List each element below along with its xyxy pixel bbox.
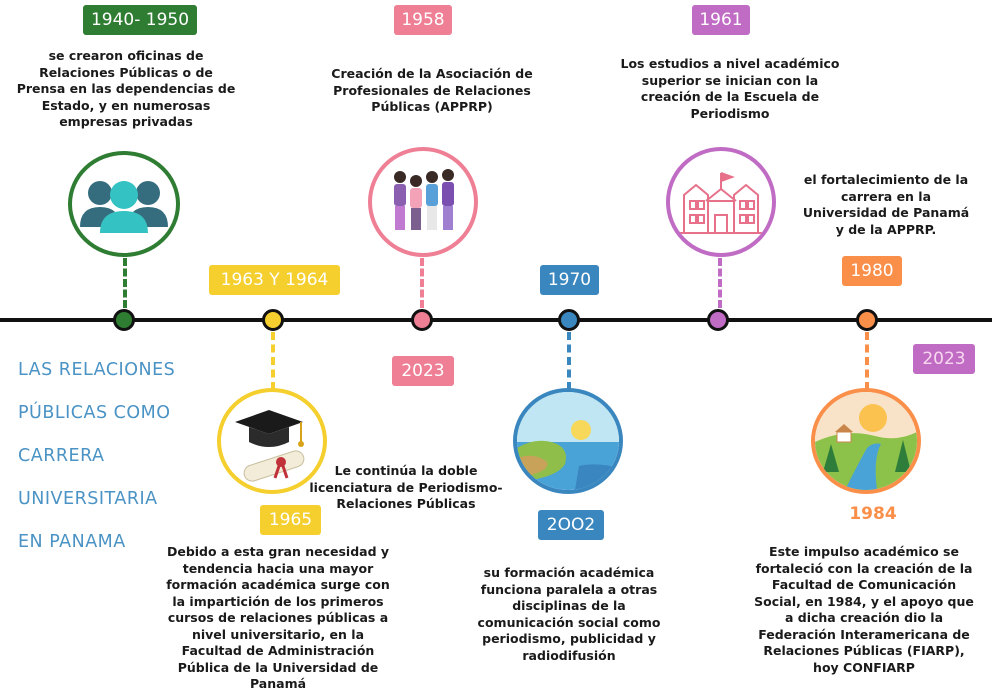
timeline-dot-blue [558, 309, 580, 331]
connector-yellow [271, 332, 275, 390]
timeline-dot-pink [411, 309, 433, 331]
icon-circle-purple [666, 147, 776, 257]
year-badge-1961: 1961 [692, 5, 750, 35]
icon-circle-pink [368, 147, 478, 257]
landscape-icon [517, 392, 619, 490]
year-badge-1958: 1958 [394, 5, 452, 35]
group-people-icon [394, 169, 454, 230]
title-line-1: LAS RELACIONES [18, 360, 176, 380]
timeline-dot-orange [856, 309, 878, 331]
title-line-3: CARRERA [18, 446, 105, 466]
year-badge-1940-1950: 1940- 1950 [83, 5, 197, 35]
event-text-1984: Este impulso académico se fortaleció con… [754, 544, 974, 675]
river-landscape-icon [815, 392, 917, 490]
title-line-2: PÚBLICAS COMO [18, 403, 171, 423]
year-badge-1980: 1980 [842, 256, 902, 286]
timeline-line [0, 318, 992, 322]
connector-orange [865, 332, 869, 390]
building-icon [676, 172, 766, 234]
connector-blue [567, 332, 571, 390]
event-text-1940: se crearon oficinas de Relaciones Públic… [16, 48, 236, 129]
timeline-dot-yellow [262, 309, 284, 331]
icon-circle-green [68, 151, 180, 257]
year-badge-2023-purple: 2023 [913, 344, 975, 374]
year-badge-1970: 1970 [540, 265, 599, 295]
connector-purple [718, 258, 722, 308]
connector-green [123, 258, 127, 308]
title-line-5: EN PANAMA [18, 532, 126, 552]
event-text-2002: su formación académica funciona paralela… [477, 565, 661, 663]
event-text-1965: Debido a esta gran necesidad y tendencia… [166, 544, 390, 691]
timeline-dot-purple [707, 309, 729, 331]
year-badge-1965: 1965 [260, 505, 321, 535]
title-line-4: UNIVERSITARIA [18, 489, 158, 509]
year-badge-2002: 2OO2 [538, 510, 604, 540]
icon-circle-blue [513, 388, 623, 494]
event-text-1980: el fortalecimiento de la carrera en la U… [802, 172, 970, 237]
people-icon [80, 181, 168, 233]
connector-pink [420, 258, 424, 308]
year-badge-1963-1964: 1963 Y 1964 [209, 265, 340, 295]
icon-circle-yellow [217, 388, 327, 494]
timeline-dot-green [113, 309, 135, 331]
event-text-2023: Le continúa la doble licenciatura de Per… [309, 463, 503, 511]
year-label-1984: 1984 [849, 504, 897, 524]
icon-circle-orange [811, 388, 921, 494]
event-text-1958: Creación de la Asociación de Profesional… [331, 66, 533, 114]
event-text-1961: Los estudios a nivel académico superior … [620, 56, 840, 121]
year-badge-2023-pink: 2023 [392, 356, 454, 386]
graduation-cap-diploma-icon [235, 410, 305, 482]
